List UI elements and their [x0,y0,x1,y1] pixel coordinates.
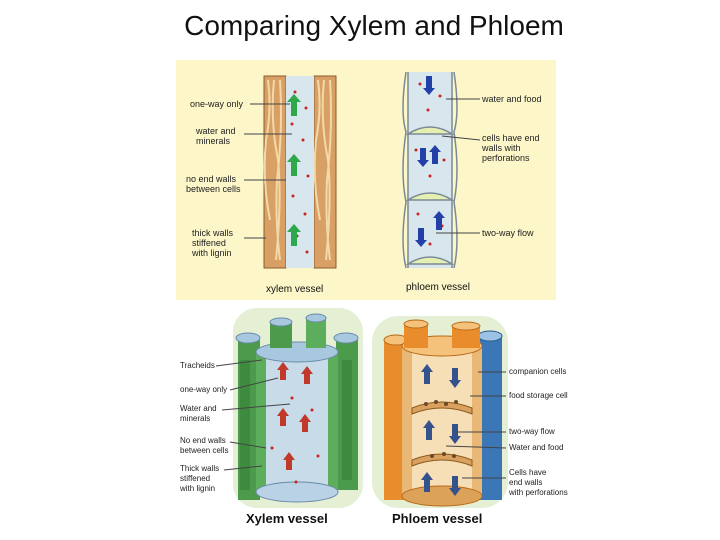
bottom-xylem-label-tracheids: Tracheids [180,361,215,371]
top-xylem-vessel [264,76,336,268]
bottom-xylem-label-thick-walls: Thick walls stiffened with lignin [180,464,219,494]
top-phloem-vessel [403,72,457,268]
top-phloem-label-two-way: two-way flow [482,228,534,238]
bottom-xylem-label-one-way: one-way only [180,385,227,395]
bottom-phloem-caption: Phloem vessel [392,511,482,526]
bottom-xylem-vessel [236,314,358,502]
top-xylem-label-thick-walls: thick walls stiffened with lignin [192,228,233,258]
top-xylem-caption: xylem vessel [266,284,323,295]
top-xylem-label-no-end-walls: no end walls between cells [186,174,241,194]
bottom-phloem-label-water-food: Water and food [509,443,563,453]
bottom-xylem-label-water-minerals: Water and minerals [180,404,217,424]
top-phloem-label-end-walls: cells have end walls with perforations [482,133,540,163]
top-phloem-caption: phloem vessel [406,282,470,293]
top-xylem-label-water-minerals: water and minerals [196,126,236,146]
top-xylem-label-one-way: one-way only [190,99,243,109]
bottom-xylem-label-no-end-walls: No end walls between cells [180,436,228,456]
top-phloem-label-water-food: water and food [482,94,542,104]
bottom-phloem-label-end-walls: Cells have end walls with perforations [509,468,568,498]
bottom-xylem-caption: Xylem vessel [246,511,328,526]
bottom-phloem-label-two-way: two-way flow [509,427,555,437]
bottom-phloem-label-companion: companion cells [509,367,566,377]
bottom-phloem-label-food-storage: food storage cell [509,391,568,401]
